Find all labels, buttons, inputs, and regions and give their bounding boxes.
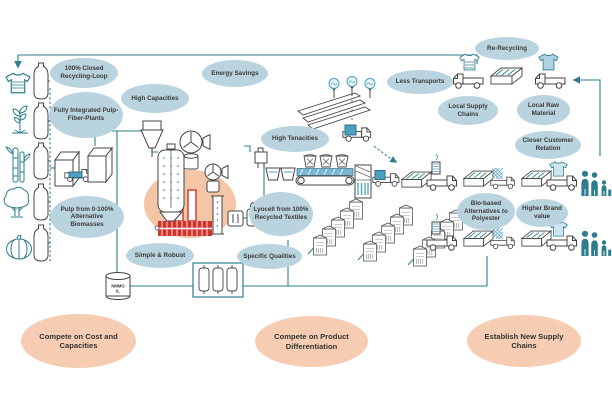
bubble-less-transports: Less Transports: [387, 70, 453, 94]
bubble-higher-brand-value: Higher Brand value: [516, 199, 568, 227]
farm-field-icon: [297, 92, 372, 130]
heat-exchanger-icon: [204, 163, 229, 193]
dissolver-icon: [157, 143, 185, 222]
pulp-bales: [33, 62, 49, 262]
fabric-stack-icon: [463, 170, 494, 187]
pulp-bale-icon: [33, 142, 49, 180]
bubble-simple-robust: Simple & Robust: [126, 243, 194, 268]
nmmo-tank-label-line2: IL: [116, 289, 120, 294]
bubble-closer-customer-relation: Closer Customer Relation: [515, 131, 581, 159]
fiber-basket-icon: [303, 154, 317, 168]
local-raw-material-truck-icon: [535, 53, 566, 89]
pulp-cargo: [68, 171, 83, 178]
yarn-truck-icon: [426, 213, 457, 251]
pulp-bale-icon: [33, 62, 49, 100]
filter-column-icon: [211, 195, 224, 235]
bubble-re-recycling: Re-Recycling: [475, 37, 539, 60]
recycled-textile-truck-icon: [453, 53, 484, 89]
recycled-tshirt-icon: [5, 72, 31, 94]
bubble-high-tenacities: High Tenacities: [261, 126, 329, 152]
fiber-basket-icon: [319, 154, 333, 168]
spinneret-icon: [254, 147, 268, 168]
bubble-energy-savings: Energy Savings: [202, 60, 268, 87]
pulp-bale-icon: [33, 102, 49, 140]
consumers-icon: [580, 170, 612, 196]
bubble-local-raw-material: Local Raw Material: [517, 95, 570, 125]
bubble-fully-integrated-plants: Fully Integrated Pulp-Fiber-Plants: [49, 92, 123, 138]
mesh-truck-icon: [490, 168, 515, 190]
bubble-specific-qualities: Specific Qualities: [237, 244, 302, 269]
cyclone-icon: [140, 120, 164, 157]
fiber-basket-icon: [335, 154, 349, 168]
mesh-truck-icon: [490, 228, 515, 250]
spin-bath-icon: [265, 167, 296, 181]
bubble-bio-based-alternatives: Bio-based Alternatives to Polyester: [457, 193, 515, 230]
pulp-bale-icon: [33, 224, 49, 262]
farm-tree-icon: [328, 78, 340, 98]
bubble-local-supply-chains: Local Supply Chains: [438, 96, 498, 125]
bubble-lyocell-recycled-textiles: Lyocell from 100% Recycled Textiles: [249, 192, 313, 236]
cotton-plant-icon: [12, 105, 28, 134]
nmmo-tank-label-line1: NMMO: [111, 284, 125, 289]
pulp-bale-icon: [33, 183, 49, 221]
local-raw-material-loop-line: [572, 76, 601, 156]
nmmo-tank-icon: [105, 272, 131, 300]
fabric-roll-stack-icon: [490, 67, 523, 85]
bamboo-icon: [5, 146, 31, 183]
harvest-truck-icon: [342, 124, 372, 142]
bubble-high-capacities: High Capacities: [121, 84, 189, 113]
bubble-closed-recycling-loop: 100% Closed Recycling-Loop: [50, 58, 118, 88]
tree-icon: [3, 186, 30, 218]
strategy-compete-cost-capacities: Compete on Cost and Capacities: [21, 314, 136, 368]
recovery-filter-unit-icon: [192, 262, 244, 298]
fiber-truck-icon: [372, 170, 400, 187]
pumpkin-icon: [6, 234, 32, 260]
polymer-filter-icon: [227, 210, 244, 227]
harvest-transport-dashed-arrow: [373, 145, 398, 163]
weaving-machines-icon: [307, 198, 463, 267]
bubble-pulp-from-biomasses: Pulp from 0-100% Alternative Biomasses: [50, 196, 124, 238]
fabric-stack-icon: [463, 230, 494, 247]
bale-connector-stubs: [48, 80, 50, 244]
strategy-establish-new-supply-chains: Establish New Supply Chains: [467, 315, 581, 367]
yarn-truck-icon: [426, 153, 457, 191]
pulp-mill-icon: [54, 146, 113, 188]
consumers-icon: [580, 230, 612, 256]
baler-icon: [354, 164, 372, 199]
washing-conveyor-icon: [295, 168, 355, 186]
heat-exchanger-icon: [179, 130, 211, 170]
cyclone-to-vessel-line: [151, 148, 158, 153]
farm-tree-icon: [364, 78, 376, 98]
strategy-compete-product-differentiation: Compete on Product Differentiation: [255, 316, 368, 367]
